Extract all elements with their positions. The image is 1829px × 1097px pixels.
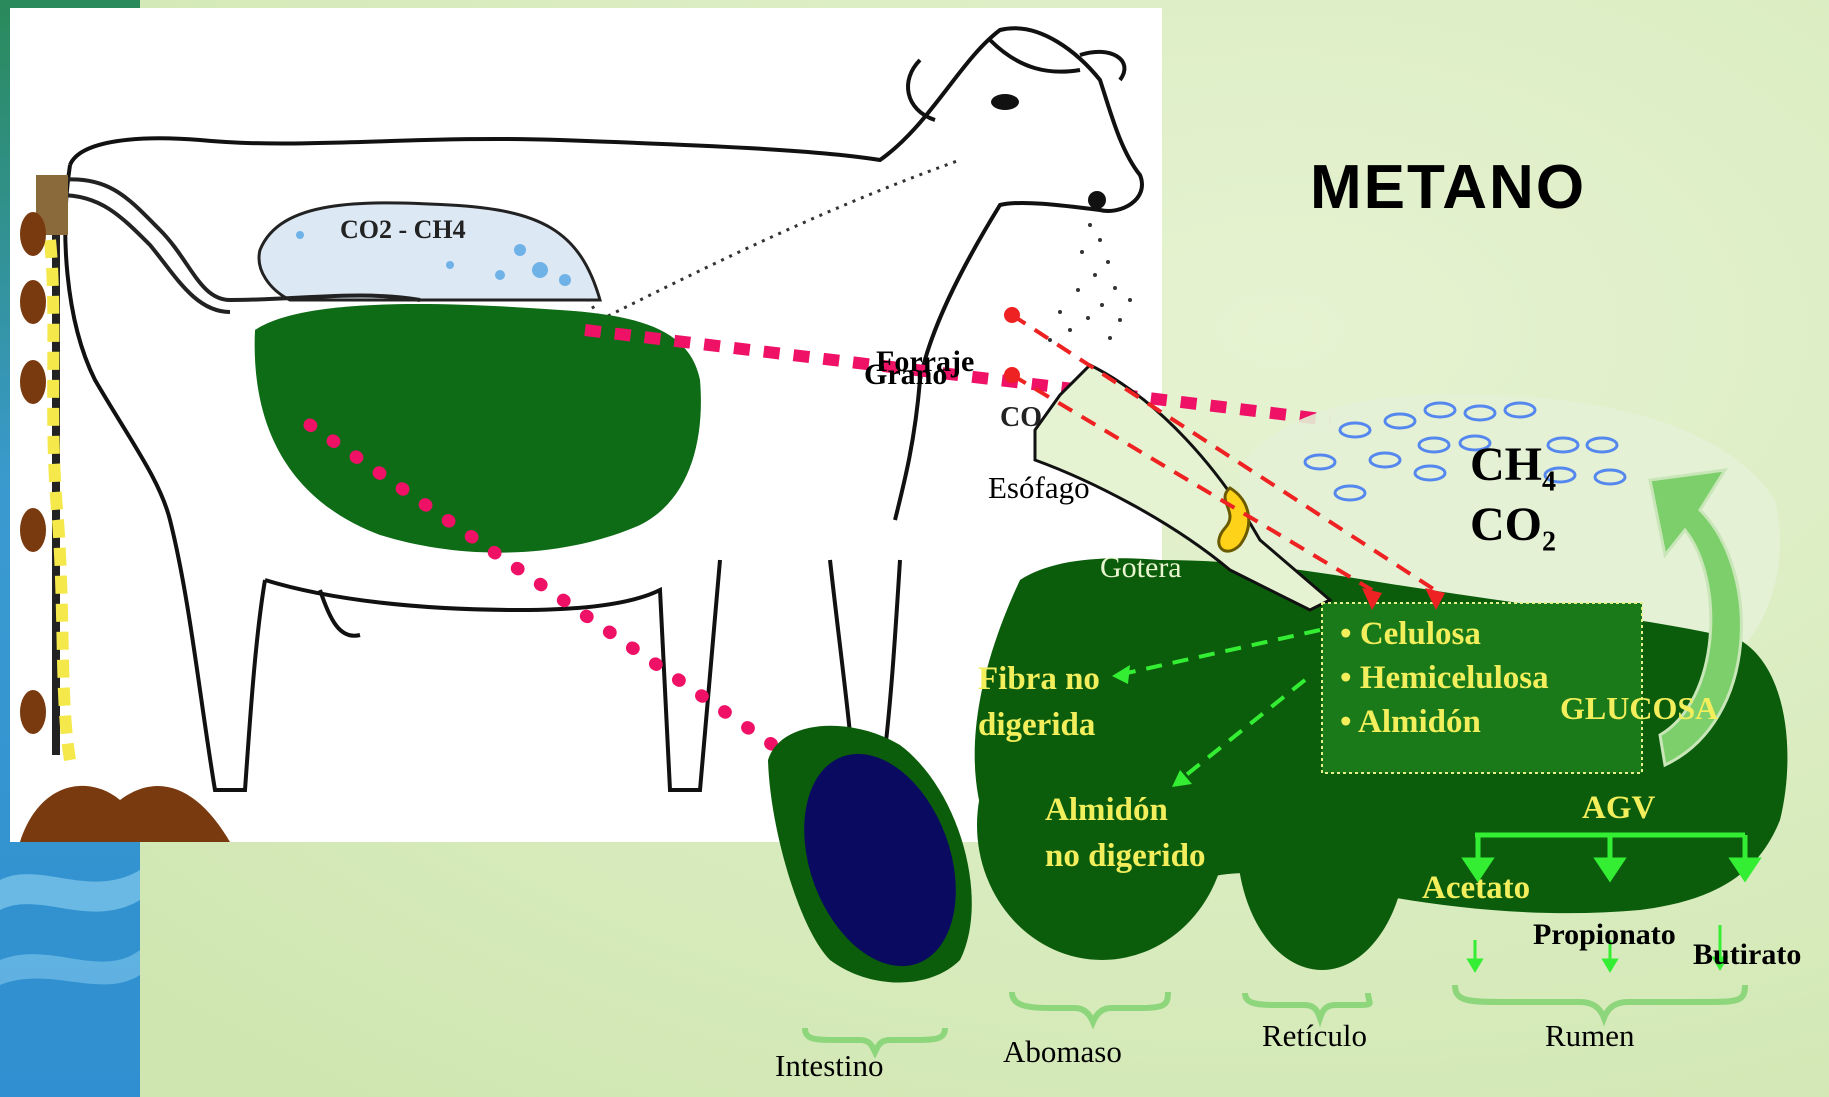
abomaso-label: Abomaso bbox=[1003, 1034, 1122, 1070]
substrate-label: Almidón bbox=[1358, 704, 1481, 740]
substrate-label: Celulosa bbox=[1360, 616, 1481, 652]
co-fragment: CO bbox=[1000, 402, 1042, 434]
agv-label: AGV bbox=[1582, 790, 1655, 827]
substrate-label: Hemicelulosa bbox=[1360, 660, 1549, 696]
cow-eye bbox=[991, 94, 1019, 110]
intestino-label: Intestino bbox=[775, 1048, 884, 1084]
glucosa-label: GLUCOSA bbox=[1560, 690, 1718, 727]
bullet: • bbox=[1340, 704, 1352, 740]
co2-subscript: 2 bbox=[1542, 527, 1556, 558]
almidon-line2: no digerido bbox=[1045, 838, 1205, 875]
co2-formula: CO2 bbox=[1470, 497, 1556, 559]
fibra-line2: digerida bbox=[978, 707, 1095, 744]
page-title: METANO bbox=[1310, 152, 1586, 223]
acetato-label: Acetato bbox=[1422, 870, 1530, 907]
ch4-text: CH bbox=[1470, 438, 1542, 491]
substrate-item: • Hemicelulosa bbox=[1340, 656, 1549, 700]
grano-label: Grano bbox=[864, 358, 947, 392]
substrate-item: • Celulosa bbox=[1340, 612, 1549, 656]
fibra-line1: Fibra no bbox=[978, 661, 1100, 698]
propionato-label: Propionato bbox=[1533, 918, 1676, 952]
ch4-subscript: 4 bbox=[1542, 467, 1556, 498]
substrate-list: • Celulosa • Hemicelulosa • Almidón bbox=[1340, 612, 1549, 744]
reticulo-label: Retículo bbox=[1262, 1018, 1367, 1054]
bullet: • bbox=[1340, 616, 1352, 652]
gotera-label: Gotera bbox=[1100, 551, 1182, 585]
butirato-label: Butirato bbox=[1693, 938, 1801, 972]
ch4-formula: CH4 bbox=[1470, 437, 1556, 499]
esophagus-label: Esófago bbox=[988, 470, 1090, 506]
cow-gas-label: CO2 - CH4 bbox=[340, 215, 466, 245]
almidon-line1: Almidón bbox=[1045, 792, 1168, 829]
bullet: • bbox=[1340, 660, 1352, 696]
rumen-label: Rumen bbox=[1545, 1018, 1635, 1054]
cow-nostril bbox=[1088, 191, 1106, 209]
co2-text: CO bbox=[1470, 498, 1542, 551]
substrate-item: • Almidón bbox=[1340, 700, 1549, 744]
